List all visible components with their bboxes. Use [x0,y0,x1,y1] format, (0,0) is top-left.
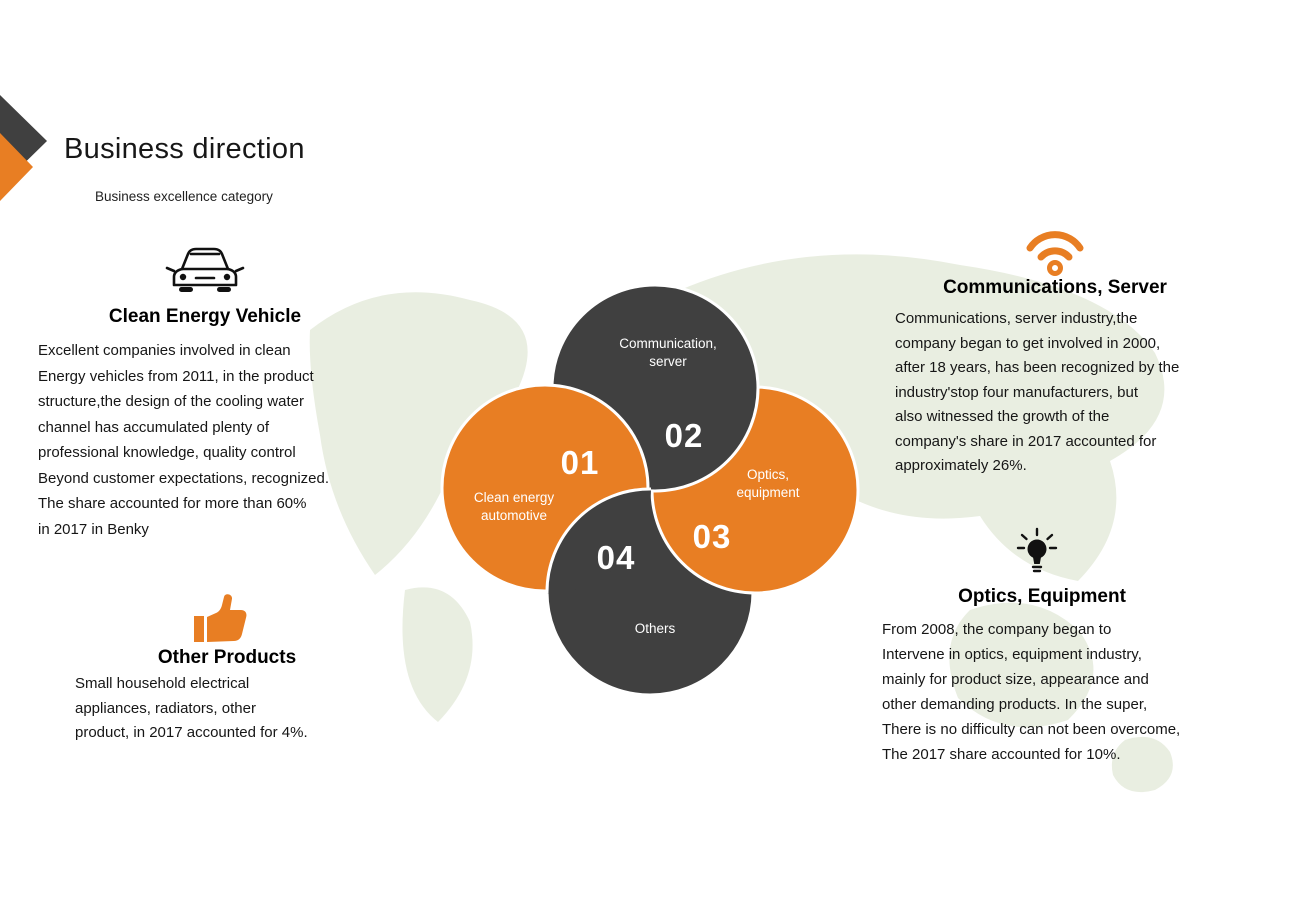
optics-heading: Optics, Equipment [958,586,1126,607]
thumbs-up-icon [185,590,249,648]
pinwheel-circles [440,283,860,697]
circle-label-others: Others [634,621,676,636]
circle-label-clean-energy: Clean energy automotive [473,490,555,523]
corner-arrow-decoration [0,95,47,201]
optics-body: From 2008, the company began to Interven… [882,621,1181,763]
circle-number-02: 02 [664,417,704,454]
circle-label-optics: Optics, equipment [736,467,800,500]
pinwheel-diagram: Communication, server Clean energy autom… [430,278,870,708]
other-products-heading: Other Products [157,647,297,668]
other-products-body: Small household electrical appliances, r… [75,675,308,741]
car-icon [160,241,250,301]
clean-energy-heading: Clean Energy Vehicle [108,306,302,327]
circle-label-communication: Communication, server [619,336,717,369]
clean-energy-body: Excellent companies involved in clean En… [38,342,329,538]
wifi-icon [1022,224,1088,276]
page-subtitle: Business excellence category [95,189,273,204]
communications-heading: Communications, Server [943,277,1167,298]
communications-body: Communications, server industry,the comp… [895,310,1180,474]
world-map-background [309,254,1173,793]
lightbulb-icon [1011,526,1063,580]
circle-number-01: 01 [560,444,600,481]
circle-number-04: 04 [596,539,636,576]
page-title: Business direction [64,133,305,165]
circle-number-03: 03 [692,518,732,555]
